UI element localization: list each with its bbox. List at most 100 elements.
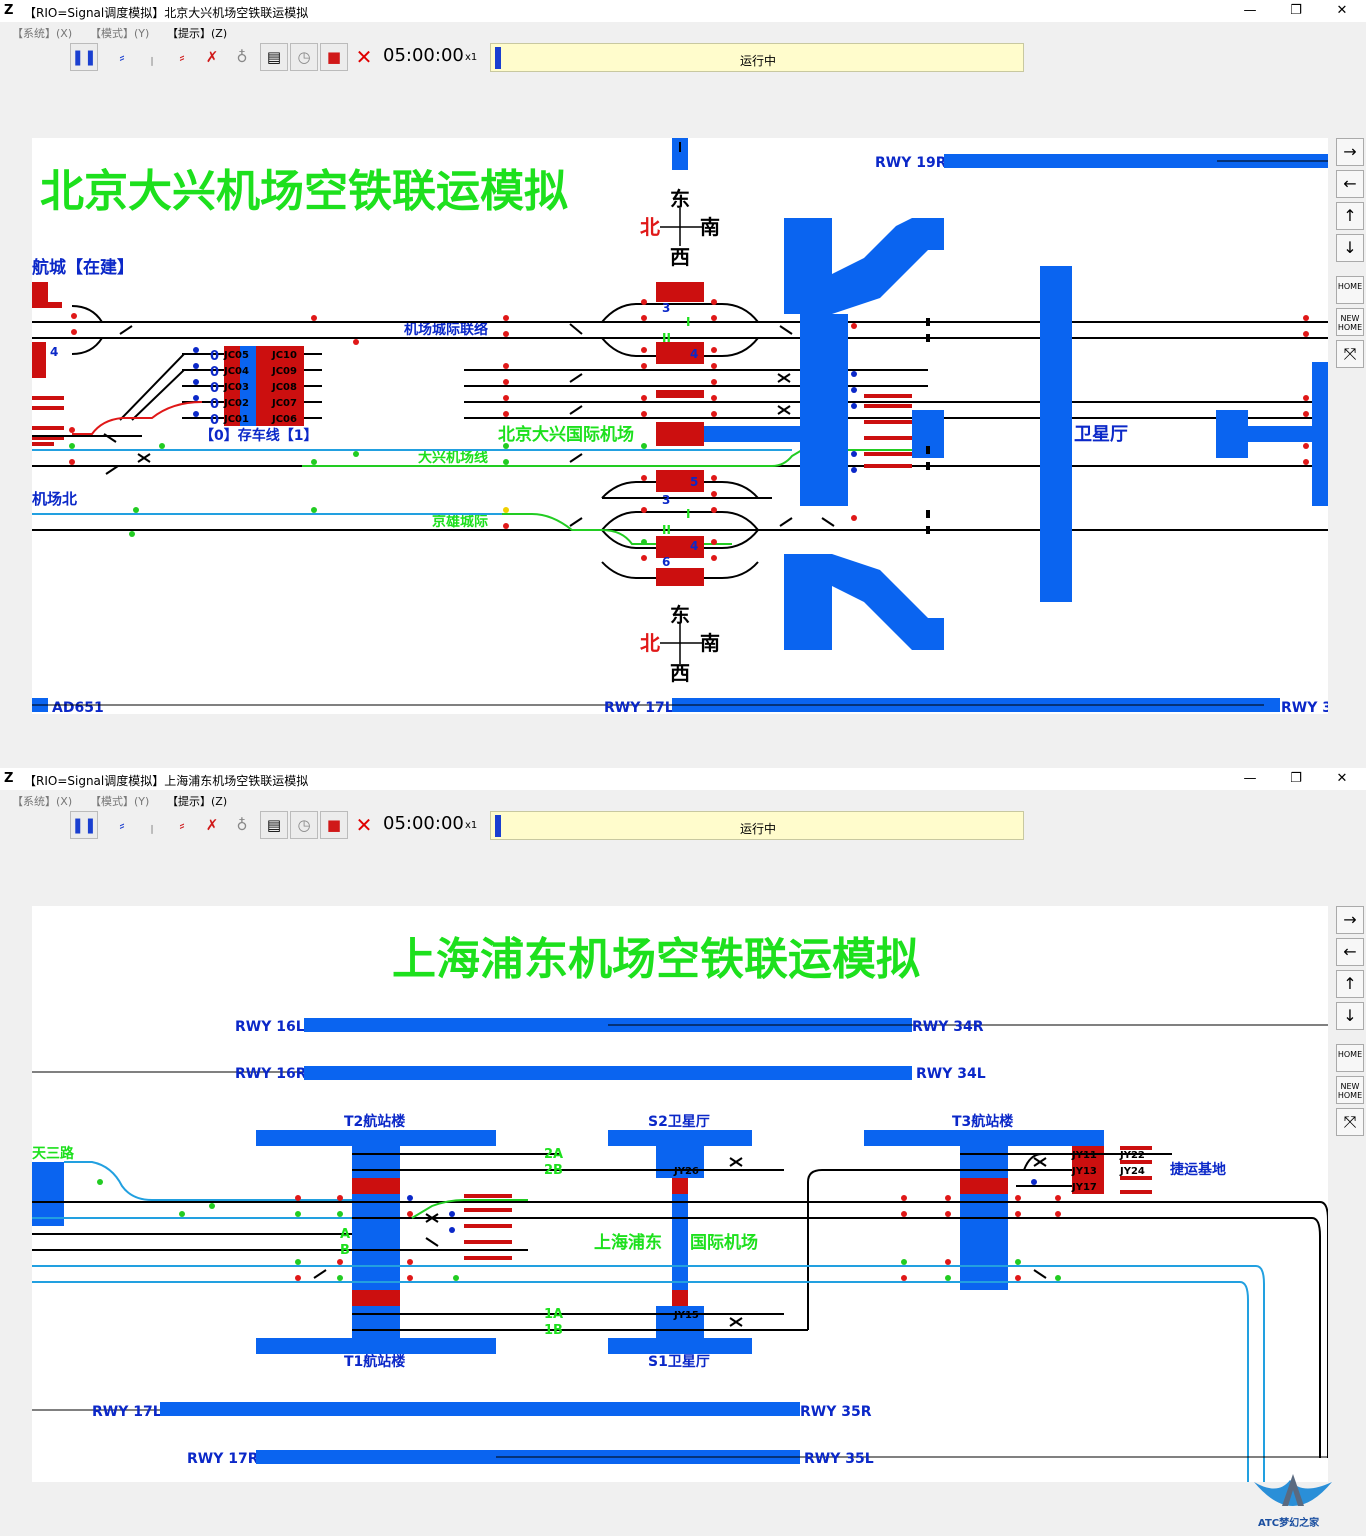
svg-text:JC10: JC10 [271, 350, 297, 361]
menu-system[interactable]: 【系统】(X) [12, 795, 73, 808]
svg-text:3: 3 [662, 301, 670, 315]
save-icon[interactable]: ■ [320, 43, 348, 71]
status-panel: 运行中 [490, 811, 1024, 840]
signal-tool-icon[interactable]: ⸗ [119, 48, 125, 66]
scroll-down-button[interactable]: ↓ [1336, 1002, 1364, 1030]
runway-17l-label: RWY 17L [604, 700, 674, 714]
menu-hints[interactable]: 【提示】(Z) [167, 27, 228, 40]
s1-label: S1卫星厅 [648, 1354, 710, 1370]
app-icon: Z [4, 771, 14, 786]
scroll-right-button[interactable]: → [1336, 138, 1364, 166]
scroll-left-button[interactable]: ← [1336, 170, 1364, 198]
svg-text:II: II [662, 331, 671, 345]
minimize-button[interactable]: — [1243, 3, 1257, 18]
window-title: 【RIO=Signal调度模拟】上海浦东机场空铁联运模拟 [24, 774, 309, 788]
stop-icon[interactable]: ✕ [355, 45, 373, 69]
info-icon [495, 47, 501, 69]
track-labels: 2A 2B 1A 1B A B [340, 1147, 563, 1338]
depot-yard: JC05 JC04 JC03 JC02 JC01 JC10 JC09 JC08 … [210, 346, 304, 428]
lamp-icon[interactable]: ♁ [236, 816, 248, 834]
schematic-canvas[interactable]: 北京大兴机场空铁联运模拟 RWY 19R 东 西 北 南 东 [32, 138, 1328, 714]
blank-tool-icon[interactable]: ╷ [147, 48, 157, 66]
svg-text:2A: 2A [544, 1147, 563, 1162]
svg-text:0: 0 [210, 349, 219, 364]
svg-text:A: A [340, 1227, 350, 1242]
insulated-joints [926, 318, 930, 534]
timetable-icon[interactable]: ▤ [260, 43, 288, 71]
track-network [32, 1153, 1328, 1458]
maximize-button[interactable]: ❐ [1290, 3, 1302, 18]
svg-text:5: 5 [690, 475, 698, 489]
lamp-icon[interactable]: ♁ [236, 48, 248, 66]
scroll-right-button[interactable]: → [1336, 906, 1364, 934]
runway-label: RWY 34R [912, 1019, 984, 1035]
fit-view-button[interactable]: ⤧ [1336, 340, 1364, 368]
route-tool-icon[interactable]: ⸗ [179, 48, 185, 66]
watermark-logo: ATC梦幻之家 [1248, 1470, 1338, 1532]
menu-hints[interactable]: 【提示】(Z) [167, 795, 228, 808]
scroll-down-button[interactable]: ↓ [1336, 234, 1364, 262]
daxing-line-label: 大兴机场线 [418, 449, 488, 466]
svg-text:0: 0 [210, 365, 219, 380]
runway-label: RWY 17R [187, 1451, 259, 1467]
cancel-route-icon[interactable]: ✗ [205, 816, 219, 834]
new-home-button[interactable]: NEW HOME [1336, 308, 1364, 336]
fit-view-button[interactable]: ⤧ [1336, 1108, 1364, 1136]
platform-track-numbers: 3 I II 4 5 3 I II 4 6 [662, 301, 698, 569]
minimize-button[interactable]: — [1243, 771, 1257, 786]
light-lines [32, 1161, 1265, 1482]
menu-mode[interactable]: 【模式】(Y) [90, 27, 150, 40]
svg-text:JY26: JY26 [673, 1166, 699, 1177]
window-title: 【RIO=Signal调度模拟】北京大兴机场空铁联运模拟 [24, 6, 309, 20]
svg-text:4: 4 [690, 539, 698, 553]
daxing-station-label: 北京大兴国际机场 [498, 424, 634, 445]
schematic-canvas[interactable]: 上海浦东机场空铁联运模拟 RWY 16L RWY 34R RWY 16R RWY… [32, 906, 1328, 1482]
pause-button[interactable]: ❚❚ [70, 811, 98, 839]
scroll-left-button[interactable]: ← [1336, 938, 1364, 966]
svg-text:JC06: JC06 [271, 414, 297, 425]
svg-text:0: 0 [210, 397, 219, 412]
menu-mode[interactable]: 【模式】(Y) [90, 795, 150, 808]
blank-tool-icon[interactable]: ╷ [147, 816, 157, 834]
stop-icon[interactable]: ✕ [355, 813, 373, 837]
close-window-button[interactable]: ✕ [1336, 771, 1348, 786]
depot-label: 【0】存车线【1】 [200, 427, 317, 444]
runway-label: RWY 17L [92, 1404, 162, 1420]
maximize-button[interactable]: ❐ [1290, 771, 1302, 786]
new-home-button[interactable]: NEW HOME [1336, 1076, 1364, 1104]
runway-label: RWY 16R [235, 1066, 307, 1082]
t3-label: T3航站楼 [952, 1113, 1013, 1130]
pause-button[interactable]: ❚❚ [70, 43, 98, 71]
runway-3-label: RWY 3 [1281, 700, 1328, 714]
terminal-buildings [32, 1130, 1104, 1354]
sim-speed[interactable]: x1 [465, 820, 478, 831]
save-icon[interactable]: ■ [320, 811, 348, 839]
svg-text:1A: 1A [544, 1307, 563, 1322]
info-icon [495, 815, 501, 837]
home-button[interactable]: HOME [1336, 276, 1364, 304]
clock-icon[interactable]: ◷ [290, 43, 318, 71]
close-window-button[interactable]: ✕ [1336, 3, 1348, 18]
home-button[interactable]: HOME [1336, 1044, 1364, 1072]
pudong-station-label-b: 国际机场 [690, 1232, 758, 1253]
t2-label: T2航站楼 [344, 1113, 405, 1130]
scroll-up-button[interactable]: ↑ [1336, 202, 1364, 230]
scroll-up-button[interactable]: ↑ [1336, 970, 1364, 998]
svg-text:JC01: JC01 [223, 414, 249, 425]
timetable-icon[interactable]: ▤ [260, 811, 288, 839]
svg-text:JY22: JY22 [1119, 1150, 1145, 1161]
svg-text:西: 西 [670, 661, 690, 685]
menu-system[interactable]: 【系统】(X) [12, 27, 73, 40]
sim-speed[interactable]: x1 [465, 52, 478, 63]
pudong-station-label: 上海浦东 [594, 1232, 662, 1253]
cancel-route-icon[interactable]: ✗ [205, 48, 219, 66]
hangcheng-platforms [32, 282, 64, 446]
svg-text:JC08: JC08 [271, 382, 297, 393]
svg-text:JC02: JC02 [223, 398, 249, 409]
signal-tool-icon[interactable]: ⸗ [119, 816, 125, 834]
route-tool-icon[interactable]: ⸗ [179, 816, 185, 834]
s2-label: S2卫星厅 [648, 1114, 710, 1130]
terminal-building [704, 218, 1328, 650]
clock-icon[interactable]: ◷ [290, 811, 318, 839]
tiansan-label: 天三路 [32, 1145, 75, 1162]
